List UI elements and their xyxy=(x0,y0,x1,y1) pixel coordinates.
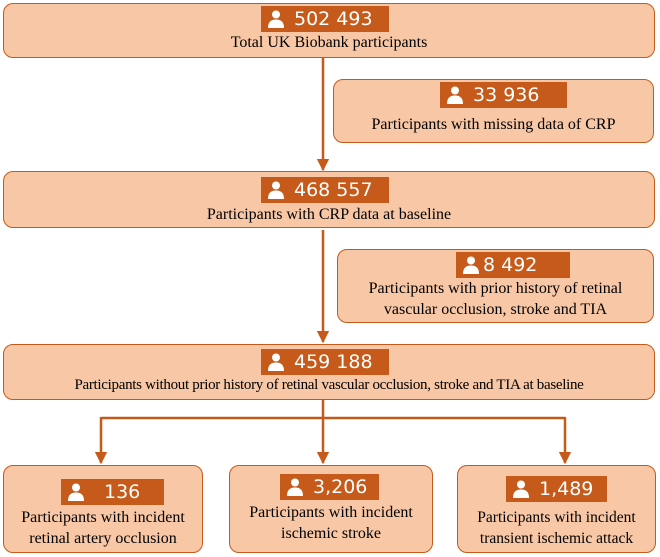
count-badge: 136 xyxy=(61,479,164,505)
person-icon xyxy=(513,480,529,498)
node-incident-rao: 136 Participants with incident retinal a… xyxy=(3,465,203,553)
node-crp-baseline: 468 557 Participants with CRP data at ba… xyxy=(3,171,655,228)
count-badge: 468 557 xyxy=(261,177,389,203)
count-badge: 8 492 xyxy=(456,252,570,278)
tia-count: 1,489 xyxy=(539,478,594,500)
rao-label-line1: Participants with incident xyxy=(21,509,185,526)
node-total-participants: 502 493 Total UK Biobank participants xyxy=(3,3,655,58)
person-icon xyxy=(287,478,303,496)
total-label: Total UK Biobank participants xyxy=(230,34,428,51)
count-badge: 3,206 xyxy=(280,474,379,500)
rao-label-line2: retinal artery occlusion xyxy=(29,530,177,547)
prior-history-label-line2: vascular occlusion, stroke and TIA xyxy=(383,301,608,318)
person-icon xyxy=(268,353,284,371)
count-badge: 1,489 xyxy=(506,476,607,502)
tia-label-line1: Participants with incident xyxy=(477,509,636,526)
node-incident-stroke: 3,206 Participants with incident ischemi… xyxy=(229,465,433,553)
prior-history-label-line1: Participants with prior history of retin… xyxy=(368,280,623,297)
stroke-label-line2: ischemic stroke xyxy=(281,525,381,542)
no-prior-history-label: Participants without prior history of re… xyxy=(74,377,584,393)
prior-history-count: 8 492 xyxy=(483,254,538,276)
person-icon xyxy=(68,483,84,501)
person-icon xyxy=(447,86,463,104)
crp-baseline-count: 468 557 xyxy=(294,179,373,201)
person-icon xyxy=(463,256,479,274)
person-icon xyxy=(268,181,284,199)
person-icon xyxy=(268,10,284,28)
node-prior-history: 8 492 Participants with prior history of… xyxy=(337,249,654,323)
missing-crp-count: 33 936 xyxy=(473,84,540,106)
stroke-label-line1: Participants with incident xyxy=(249,504,413,521)
stroke-count: 3,206 xyxy=(313,476,368,498)
node-incident-tia: 1,489 Participants with incident transie… xyxy=(457,465,656,553)
count-badge: 33 936 xyxy=(440,82,567,108)
missing-crp-label: Participants with missing data of CRP xyxy=(371,116,616,133)
rao-count: 136 xyxy=(104,481,141,503)
count-badge: 502 493 xyxy=(261,6,389,32)
no-prior-history-count: 459 188 xyxy=(294,351,373,373)
total-count: 502 493 xyxy=(294,8,373,30)
node-missing-crp: 33 936 Participants with missing data of… xyxy=(333,79,654,143)
node-no-prior-history: 459 188 Participants without prior histo… xyxy=(3,344,655,400)
tia-label-line2: transient ischemic attack xyxy=(479,530,634,547)
crp-baseline-label: Participants with CRP data at baseline xyxy=(206,206,452,223)
count-badge: 459 188 xyxy=(261,349,389,375)
